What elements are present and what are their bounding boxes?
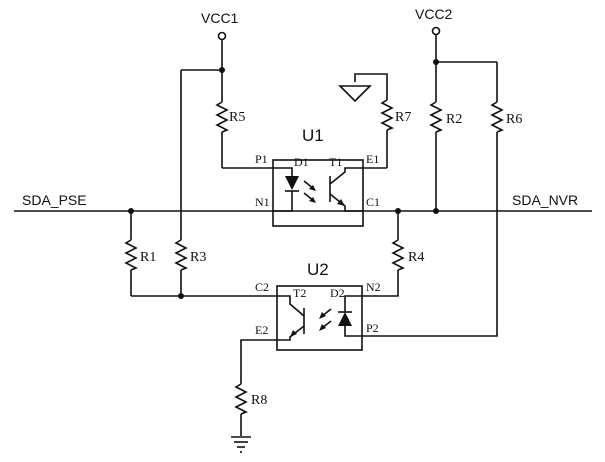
u2-light-arrows — [319, 308, 332, 331]
net-label-sda-nvr: SDA_NVR — [512, 192, 578, 208]
u2-pin-e2: E2 — [255, 323, 268, 337]
r8-label: R8 — [251, 393, 267, 408]
r5-label: R5 — [229, 110, 245, 125]
u2-led-symbol — [338, 295, 362, 337]
u1-phototransistor-symbol — [329, 167, 363, 212]
resistor-r3 — [174, 239, 188, 271]
u1-pin-p1: P1 — [255, 152, 268, 166]
ground-icon — [231, 436, 251, 453]
net-label-vcc1: VCC1 — [201, 10, 239, 26]
r3-label: R3 — [190, 250, 206, 265]
u2-pin-n2: N2 — [366, 280, 381, 294]
u1-pin-n1: N1 — [255, 195, 270, 209]
net-label-vcc2: VCC2 — [415, 6, 453, 22]
optocoupler-u2-body — [276, 285, 363, 351]
net-label-sda-pse: SDA_PSE — [22, 192, 87, 208]
resistor-r5 — [215, 101, 229, 133]
resistor-r6 — [490, 101, 504, 133]
u1-label: U1 — [302, 126, 324, 145]
u1-pin-d1: D1 — [294, 155, 309, 169]
r7-to-ground-wire — [354, 73, 388, 100]
u2-pin-p2: P2 — [366, 321, 379, 335]
r1-label: R1 — [140, 250, 156, 265]
resistor-r8 — [234, 383, 248, 415]
junction-dot — [178, 293, 184, 299]
r6-label: R6 — [506, 112, 522, 127]
r6-to-p2-wire — [362, 132, 498, 337]
u1-pin-e1: E1 — [366, 152, 379, 166]
resistor-r1 — [124, 239, 138, 271]
resistor-r4 — [391, 239, 405, 271]
u2-phototransistor-symbol — [277, 295, 305, 341]
u1-light-arrows — [303, 180, 316, 203]
u1-pin-t1: T1 — [329, 155, 342, 169]
u2-label: U2 — [307, 260, 329, 279]
u2-pin-t2: T2 — [293, 286, 306, 300]
r4-to-n2-wire — [362, 270, 399, 297]
r2-label: R2 — [446, 112, 462, 127]
r4-label: R4 — [408, 250, 424, 265]
vcc1-terminal — [217, 31, 227, 70]
resistor-r2 — [429, 101, 443, 133]
u1-led-symbol — [273, 167, 299, 212]
u2-pin-c2: C2 — [255, 280, 269, 294]
optocoupler-u1-body — [272, 159, 364, 227]
u2-pin-d2: D2 — [330, 286, 345, 300]
junction-dot — [433, 208, 439, 214]
e2-to-r8-wire — [240, 339, 277, 384]
ground-icon — [338, 85, 372, 103]
u1-pin-c1: C1 — [366, 195, 380, 209]
vcc2-terminal — [431, 26, 441, 62]
resistor-r7 — [380, 99, 394, 131]
r7-label: R7 — [395, 110, 411, 125]
